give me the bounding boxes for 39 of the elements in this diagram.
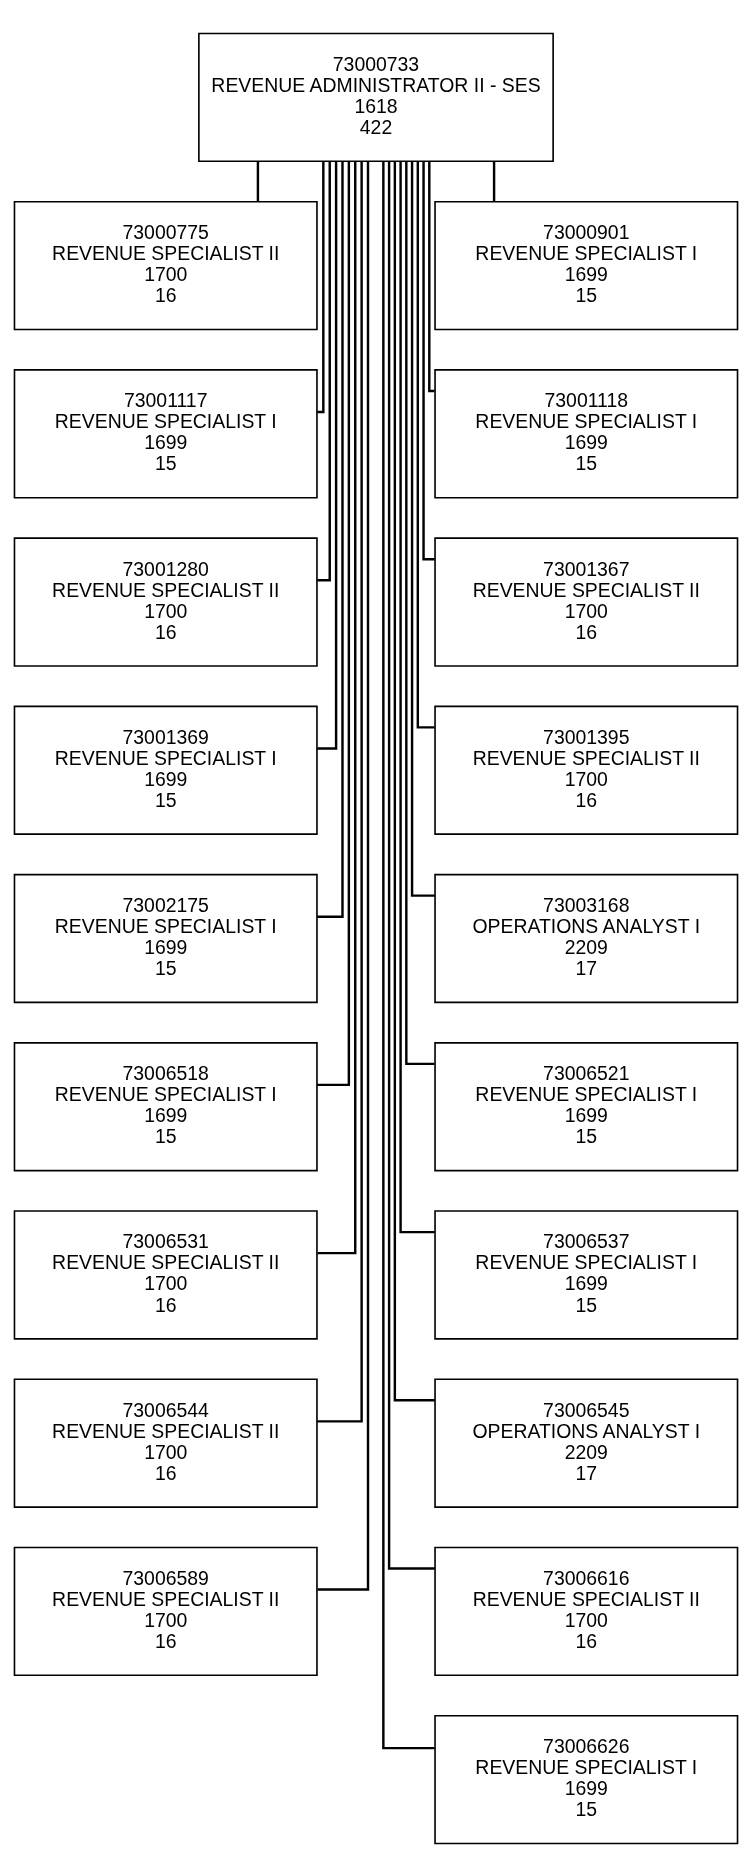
node-box: 73006518 REVENUE SPECIALIST I 1699 15 [13,1041,318,1171]
node-box: 73006521 REVENUE SPECIALIST I 1699 15 [434,1041,739,1171]
node-box: 73000775 REVENUE SPECIALIST II 1700 16 [13,200,318,330]
connector [387,161,435,1570]
node-box: 73001280 REVENUE SPECIALIST II 1700 16 [13,536,318,667]
connector [399,161,435,1233]
connector [416,161,435,729]
connector [382,161,435,1749]
connector [410,160,435,897]
connector [317,161,338,750]
node-box: 73001117 REVENUE SPECIALIST I 1699 15 [13,368,318,498]
connector [317,161,331,581]
node-box: 73006544 REVENUE SPECIALIST II 1700 16 [13,1378,318,1508]
node-box: 73003168 OPERATIONS ANALYST I 2209 17 [434,873,739,1003]
node-box: 73001369 REVENUE SPECIALIST I 1699 15 [13,705,318,835]
connector [317,161,344,918]
node-box: 73000901 REVENUE SPECIALIST I 1699 15 [434,200,739,330]
node-box: 73001367 REVENUE SPECIALIST II 1700 16 [434,536,739,667]
node-box: 73006626 REVENUE SPECIALIST I 1699 15 [434,1714,739,1844]
connector [317,161,363,1423]
connector [428,161,435,392]
connector [393,161,435,1402]
node-box: 73006537 REVENUE SPECIALIST I 1699 15 [434,1209,739,1340]
connector [317,161,370,1591]
node-box: 73001395 REVENUE SPECIALIST II 1700 16 [434,705,739,835]
node-box: 73006531 REVENUE SPECIALIST II 1700 16 [13,1209,318,1340]
connector [317,161,357,1254]
node-box: 73002175 REVENUE SPECIALIST I 1699 15 [13,873,318,1003]
connector [256,160,260,202]
connector [316,160,351,1086]
node-box: 73001118 REVENUE SPECIALIST I 1699 15 [434,368,739,498]
node-box: 73006545 OPERATIONS ANALYST I 2209 17 [434,1378,739,1508]
node-box: 73006616 REVENUE SPECIALIST II 1700 16 [434,1546,739,1676]
connector [317,161,325,413]
connector [405,161,435,1065]
node-box: 73000733 REVENUE ADMINISTRATOR II - SES 1618 422 [198,32,554,162]
connector [422,161,435,560]
node-box: 73006589 REVENUE SPECIALIST II 1700 16 [13,1546,318,1676]
connector [492,160,496,202]
